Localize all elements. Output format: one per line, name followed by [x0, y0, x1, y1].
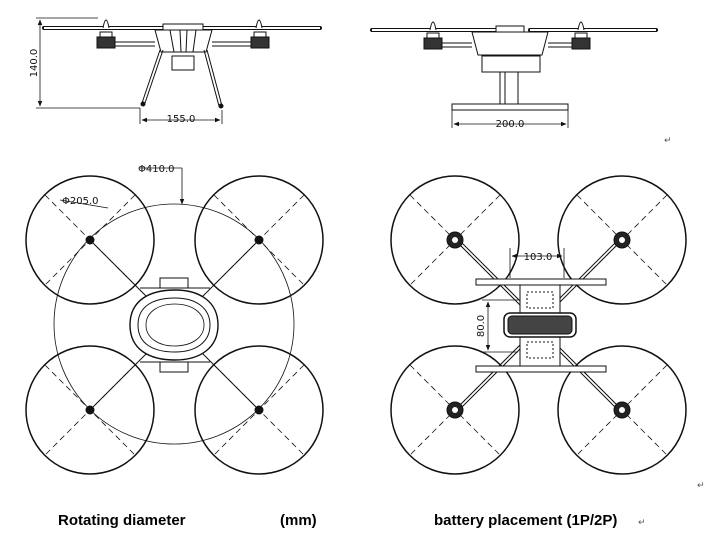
return-mark-1: ↵ [664, 136, 672, 146]
caption-units: (mm) [280, 512, 317, 529]
top-view-rotating-diameter [25, 167, 324, 475]
side-view-stand [370, 21, 658, 128]
caption-rotating-diameter: Rotating diameter [58, 512, 186, 529]
battery-length-label: 103.0 [524, 252, 553, 263]
height-dimension-label: 140.0 [29, 49, 40, 78]
battery-width-label: 80.0 [476, 315, 487, 337]
caption-battery-placement: battery placement (1P/2P) [434, 512, 617, 529]
side-view-legs [36, 17, 322, 124]
return-mark-3: ↵ [638, 518, 646, 528]
leg-span-dimension-label: 155.0 [167, 114, 196, 125]
return-mark-2: ↵ [697, 481, 705, 491]
prop-diameter-label: Φ205.0 [62, 196, 99, 207]
base-width-dimension-label: 200.0 [496, 119, 525, 130]
top-view-battery-placement [390, 175, 687, 475]
rotor-circle-diameter-label: Φ410.0 [138, 164, 175, 175]
